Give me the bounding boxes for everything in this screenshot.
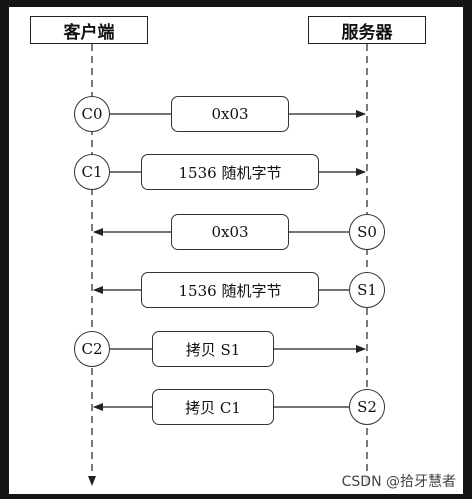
step-s0: S0 [349,214,385,250]
message-box-s2: 拷贝 C1 [152,389,274,425]
server-header: 服务器 [308,16,426,44]
message-box-c1: 1536 随机字节 [141,154,319,190]
step-c1: C1 [74,154,110,190]
watermark: CSDN @拾牙慧者 [339,471,458,491]
message-box-s1: 1536 随机字节 [141,272,319,308]
step-s1: S1 [349,272,385,308]
client-header: 客户端 [30,16,148,44]
message-box-s0: 0x03 [171,214,289,250]
step-c0: C0 [74,96,110,132]
step-s2: S2 [349,389,385,425]
step-c2: C2 [74,331,110,367]
message-box-c0: 0x03 [171,96,289,132]
message-box-c2: 拷贝 S1 [152,331,274,367]
